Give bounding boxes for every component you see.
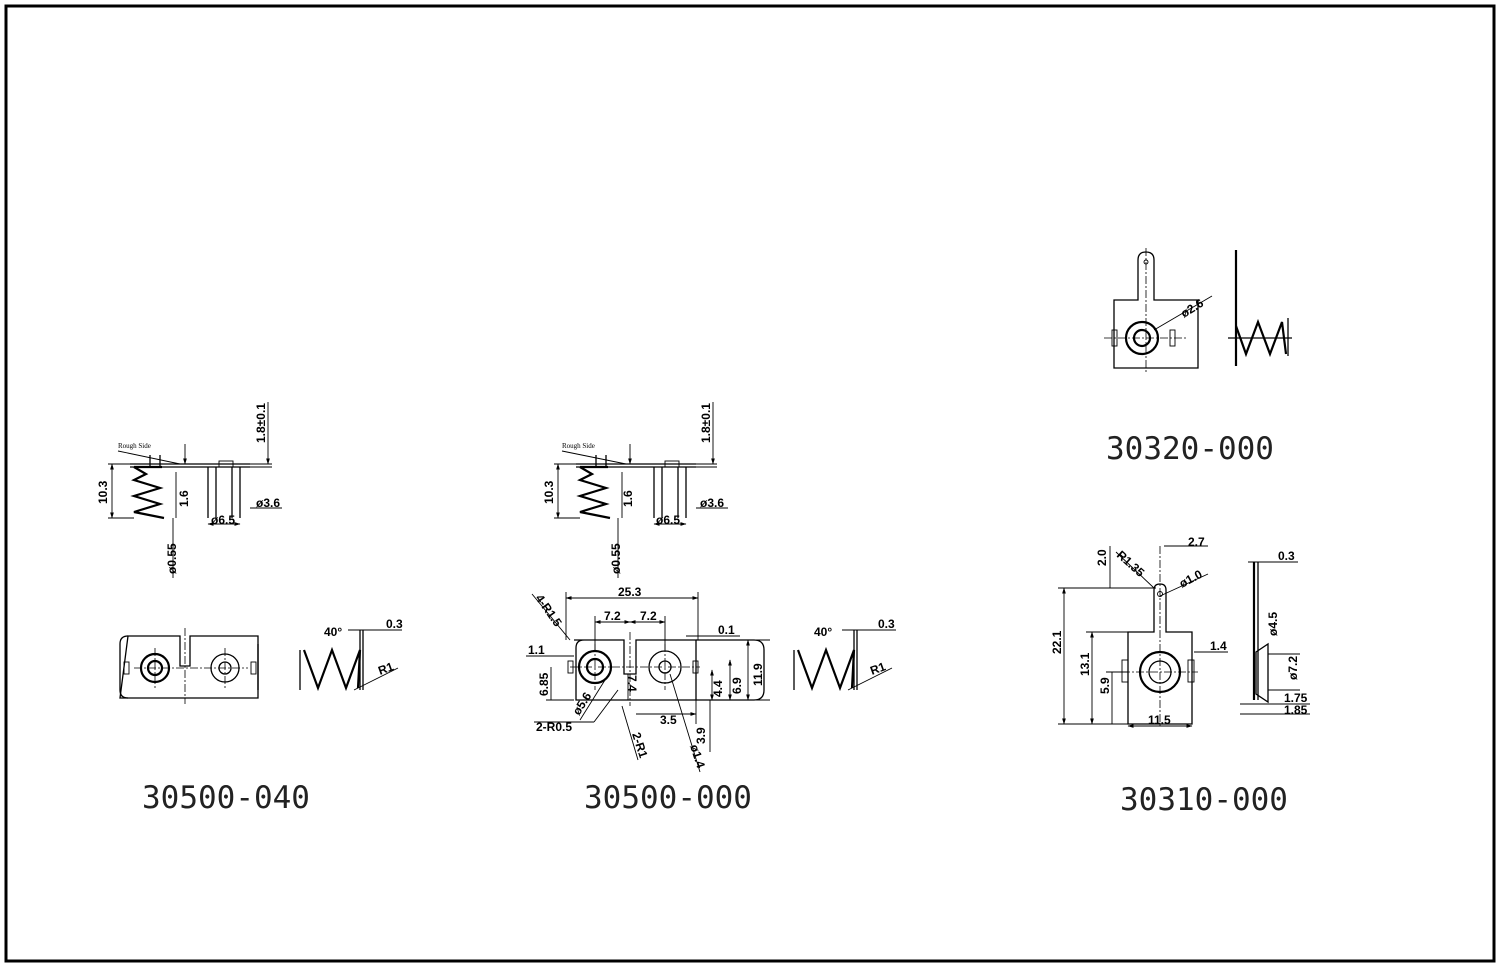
rough-side-note: Rough Side (118, 442, 151, 450)
part-number: 30500-000 (584, 780, 752, 816)
dim-total-h: 11.9 (751, 663, 765, 686)
dim-tab-thickness: 1.8±0.1 (699, 403, 713, 443)
dim-hole-small: ø1.0 (1177, 567, 1205, 591)
dim-edge: 1.1 (528, 643, 545, 657)
dim-angle: 40° (814, 625, 832, 639)
dim-wire: ø0.55 (165, 543, 179, 574)
dim-center: 5.9 (1098, 677, 1112, 694)
dim-radius: R1.35 (1114, 548, 1147, 580)
dim-gap: 1.6 (621, 490, 635, 507)
part-number: 30500-040 (142, 780, 310, 816)
dim-thickness: 0.3 (1278, 549, 1295, 563)
dim-hole-d: 3.9 (694, 727, 708, 744)
dim-hole-c: ø1.4 (687, 743, 708, 770)
side-view: 10.3 Rough Side 1.8±0.1 ø3.6 ø6.5 1.6 ø0… (542, 402, 728, 578)
sheet-border (4, 4, 1496, 963)
front-view: 2.7 2.0 R1.35 ø1.0 22.1 13.1 5.9 (1050, 535, 1228, 728)
dim-angle: 40° (324, 625, 342, 639)
dim-body: 13.1 (1078, 652, 1092, 676)
dim-offset: 0.1 (718, 623, 735, 637)
side-view (1228, 250, 1292, 366)
dim-r05: 2-R0.5 (536, 720, 572, 734)
dim-corner-r: 4-R1.5 (533, 592, 565, 630)
dim-r1: 2-R1 (629, 731, 650, 760)
dim-thickness: 0.3 (386, 617, 403, 631)
dim-dia-outer: ø6.5 (211, 513, 235, 527)
dim-hole-out: ø7.2 (1286, 656, 1300, 680)
dim-mid-h: 6.9 (730, 677, 744, 694)
dim-inner-h: 4.4 (711, 680, 725, 697)
part-number: 30310-000 (1120, 782, 1288, 818)
part-30500-000: 10.3 Rough Side 1.8±0.1 ø3.6 ø6.5 1.6 ø0… (526, 402, 896, 816)
spring-detail: 40° 0.3 R1 (299, 617, 403, 692)
dim-half-h: 6.85 (537, 672, 551, 696)
dim-side-a: 1.75 (1284, 691, 1308, 705)
dim-height: 10.3 (96, 480, 110, 504)
dim-slot-w: 3.5 (660, 713, 677, 727)
dim-height: 10.3 (542, 480, 556, 504)
part-30310-000: 2.7 2.0 R1.35 ø1.0 22.1 13.1 5.9 (1050, 535, 1310, 818)
side-view: 0.3 ø4.5 ø7.2 1.75 1.85 (1240, 549, 1310, 717)
dim-thickness: 0.3 (878, 617, 895, 631)
front-view: ø2.6 (1104, 248, 1213, 372)
part-number: 30320-000 (1106, 431, 1274, 467)
dim-pitch-left: 7.2 (604, 609, 621, 623)
dim-gap: 1.6 (177, 490, 191, 507)
top-view: 25.3 7.2 7.2 4-R1.5 0.1 1.1 6.85 7.4 (526, 585, 770, 773)
dim-pitch-right: 7.2 (640, 609, 657, 623)
top-view (119, 628, 259, 704)
side-view: 10.3 Rough Side 1.8±0.1 ø3.6 ø6.5 1.6 ø0… (96, 402, 282, 578)
dim-hole-a: ø3.6 (256, 496, 280, 510)
dim-hole-a: ø3.6 (700, 496, 724, 510)
dim-top: 2.0 (1095, 549, 1109, 566)
dim-total: 22.1 (1050, 630, 1064, 654)
dim-hole-in: ø4.5 (1266, 612, 1280, 636)
part-30320-000: ø2.6 30320-000 (1104, 248, 1292, 467)
part-30500-040: 10.3 Rough Side 1.8±0.1 ø3.6 ø6.5 1.6 ø0… (96, 402, 403, 816)
spring-detail: 40° 0.3 R1 (793, 617, 896, 692)
dim-radius: R1 (868, 659, 888, 678)
dim-radius: R1 (376, 659, 396, 678)
dim-tab: 1.4 (1210, 639, 1227, 653)
rough-side-note: Rough Side (562, 442, 595, 450)
dim-slot-h: 7.4 (625, 675, 639, 692)
dim-dia-outer: ø6.5 (656, 513, 680, 527)
dim-length: 25.3 (618, 585, 642, 599)
dim-side-b: 1.85 (1284, 703, 1308, 717)
dim-tab-thickness: 1.8±0.1 (254, 403, 268, 443)
dim-wire: ø0.55 (609, 543, 623, 574)
dim-pin: 2.7 (1188, 535, 1205, 549)
dim-width: 11.5 (1148, 713, 1171, 727)
